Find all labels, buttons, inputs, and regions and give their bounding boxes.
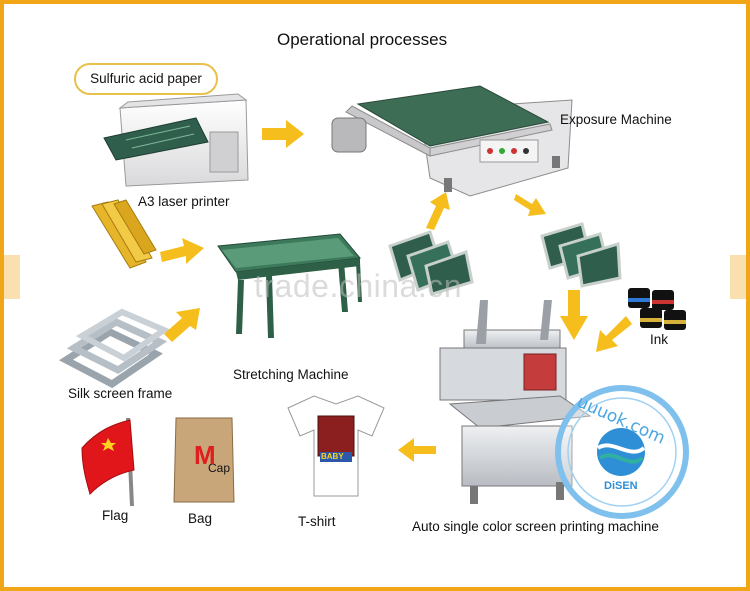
label-bag: Bag <box>188 511 213 526</box>
arrow-right-printer <box>262 120 304 148</box>
left-edge-tab <box>0 255 20 299</box>
bag-logo: M <box>194 440 216 470</box>
seal-brand-text: DiSEN <box>604 480 638 492</box>
right-edge-tab <box>730 255 750 299</box>
label-a3-laser-printer: A3 laser printer <box>138 194 230 209</box>
arrow-down-from-exposure <box>514 194 546 216</box>
label-cap: Cap <box>208 461 231 475</box>
label-flag: Flag <box>102 508 129 523</box>
tshirt-print-text: BABY <box>321 452 344 461</box>
sulfuric-acid-paper-callout: Sulfuric acid paper <box>74 63 218 95</box>
arrow-down-ink <box>596 316 632 352</box>
arrow-up-to-exposure <box>426 192 450 230</box>
arrow-right-squeegee <box>160 238 204 264</box>
auto-screen-printing-machine-icon <box>439 300 592 504</box>
screen-plates-exposed-icon <box>540 222 622 288</box>
arrow-down-screens <box>560 290 588 340</box>
screen-plates-icon <box>388 230 474 296</box>
squeegee-icon <box>91 199 157 269</box>
flag-icon <box>81 418 135 506</box>
trade-watermark: trade.china.cn <box>254 268 463 304</box>
label-auto-screen-printing-machine: Auto single color screen printing machin… <box>412 519 659 534</box>
label-stretching-machine: Stretching Machine <box>233 367 349 382</box>
tshirt-icon <box>287 395 385 497</box>
arrow-left-to-tshirt <box>398 438 436 462</box>
arrow-up-frame <box>164 308 200 342</box>
ink-tins-icon <box>628 288 686 330</box>
stretching-machine-icon <box>217 233 362 338</box>
label-exposure-machine: Exposure Machine <box>560 112 672 127</box>
disen-seal-icon <box>555 385 689 519</box>
laser-printer-icon <box>103 93 249 187</box>
label-ink: Ink <box>650 332 669 347</box>
label-silk-screen-frame: Silk screen frame <box>68 386 173 401</box>
silk-screen-frame-icon <box>59 308 171 389</box>
diagram-title: Operational processes <box>277 30 448 49</box>
label-tshirt: T-shirt <box>298 514 336 529</box>
exposure-machine-icon <box>331 85 573 197</box>
bag-icon <box>173 417 235 503</box>
flow-arrows <box>160 120 632 462</box>
